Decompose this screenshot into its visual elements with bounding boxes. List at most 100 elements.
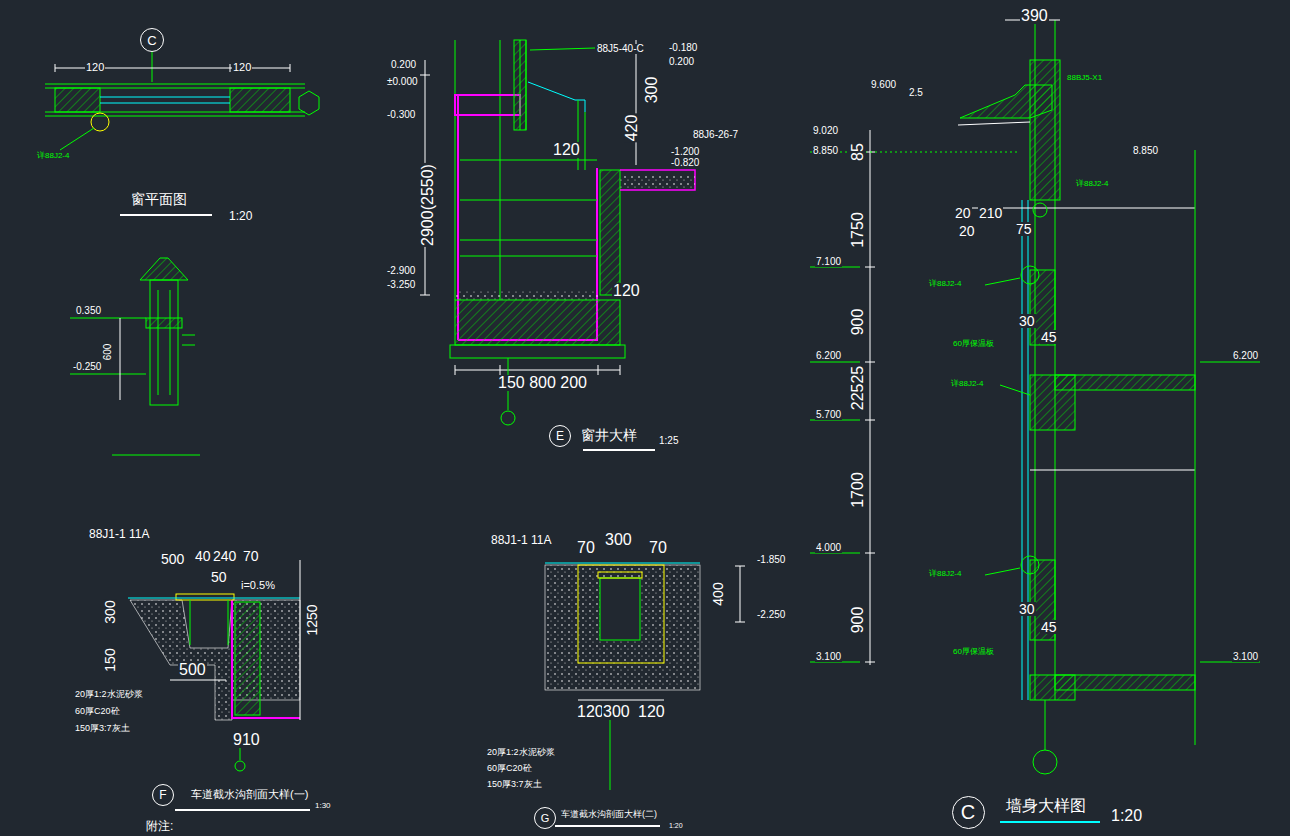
annotation-text: 500 [178, 662, 207, 678]
annotation-text: -0.180 [668, 43, 698, 53]
marker-letter: C [147, 34, 156, 47]
dimension-text: 1700 [850, 471, 866, 509]
annotation-text: 0.200 [390, 60, 417, 70]
annotation-text: 88J1-1 11A [88, 528, 151, 540]
annotation-text: 1:20 [668, 822, 684, 829]
annotation-text: 120 [612, 283, 641, 299]
annotation-text: 60厚C20砼 [74, 707, 121, 716]
annotation-text: 3.100 [1232, 652, 1259, 662]
annotation-text: 88J1-1 11A [490, 534, 553, 546]
annotation-text: -0.820 [670, 158, 700, 168]
annotation-text: 50 [210, 570, 228, 584]
annotation-text: 1:25 [658, 436, 679, 446]
annotation-text: 500 [160, 552, 185, 566]
annotation-text: 车道截水沟剖面大样(一) [190, 789, 309, 800]
annotation-text: 6.200 [1232, 351, 1259, 361]
annotation-text: 4.000 [815, 543, 842, 553]
annotation-text: 2.5 [908, 88, 924, 98]
annotation-text: 60厚保温板 [952, 648, 995, 656]
annotation-text: 88J5-40-C [596, 44, 645, 54]
marker-letter: G [541, 813, 550, 824]
annotation-text: -3.250 [386, 280, 416, 290]
annotation-text: 3.100 [815, 652, 842, 662]
dimension-text: 900 [850, 606, 866, 635]
annotation-text: 45 [1040, 620, 1058, 634]
annotation-text: 30 [1018, 602, 1036, 616]
dimension-text: 400 [711, 581, 725, 606]
dimension-text: 300 [644, 76, 660, 105]
annotation-text: 0.350 [75, 306, 102, 316]
annotation-text: 210 [978, 206, 1003, 220]
dimension-text: 900 [850, 308, 866, 337]
annotation-text: 8.850 [812, 146, 839, 156]
dimension-text: 300 [103, 599, 117, 624]
annotation-text: 1:20 [1110, 808, 1143, 824]
annotation-text: 120 [576, 704, 605, 720]
annotation-text: 300 [602, 704, 631, 720]
annotation-text: 20厚1:2水泥砂浆 [74, 690, 144, 699]
annotation-text: 20厚1:2水泥砂浆 [486, 748, 556, 757]
annotation-text: 88BJ5-X1 [1066, 74, 1103, 82]
annotation-text: 150厚3:7灰土 [74, 724, 131, 733]
marker-letter: C [961, 802, 975, 822]
annotation-text: 910 [232, 732, 261, 748]
annotation-text: 车道截水沟剖面大样(二) [560, 810, 658, 819]
annotation-text: 88J6-26-7 [692, 130, 739, 140]
dimension-text: 150 [103, 647, 117, 672]
annotation-text: i=0.5% [240, 580, 276, 591]
annotation-text: -0.250 [72, 362, 102, 372]
annotation-text: 0.200 [668, 57, 695, 67]
dimension-text: 22525 [850, 365, 866, 412]
annotation-text: 详88J2-4 [950, 380, 984, 388]
annotation-text: 120 [637, 704, 666, 720]
annotation-text: 45 [1040, 330, 1058, 344]
annotation-text: 70 [576, 540, 596, 556]
annotation-text: 60厚保温板 [952, 340, 995, 348]
annotation-text: 150厚3:7灰土 [486, 780, 543, 789]
marker-letter: E [556, 430, 564, 442]
annotation-text: 70 [242, 549, 260, 563]
annotation-text: -1.200 [670, 147, 700, 157]
dimension-text: 1750 [850, 211, 866, 249]
annotation-text: ±0.000 [386, 77, 419, 87]
dimension-text: 600 [103, 343, 113, 362]
annotation-text: -2.900 [386, 266, 416, 276]
annotation-text: 详88J2-4 [1075, 180, 1109, 188]
annotation-text: 7.100 [815, 257, 842, 267]
marker-letter: F [159, 789, 166, 801]
annotation-text: 390 [1020, 8, 1049, 24]
dimension-text: 420 [624, 114, 640, 143]
annotation-text: 详88J2-4 [928, 280, 962, 288]
annotation-text: 详88J2-4 [928, 570, 962, 578]
dimension-text: 1250 [305, 603, 319, 636]
annotation-text: 70 [648, 540, 668, 556]
annotation-text: 150 800 200 [497, 375, 588, 391]
annotation-text: 详88J2-4 [36, 152, 70, 160]
detail-marker-circle: C [140, 28, 164, 52]
annotation-text: 120 [552, 142, 581, 158]
annotation-text: 40 [194, 549, 212, 563]
annotation-text: 6.200 [815, 351, 842, 361]
annotation-text: 60厚C20砼 [486, 764, 533, 773]
annotation-text: -1.850 [756, 555, 786, 565]
detail-marker-circle: C [952, 796, 985, 829]
detail-marker-circle: F [152, 784, 174, 806]
annotation-text: 附注: [145, 820, 174, 832]
annotation-text: 20 [954, 206, 972, 220]
annotation-text: -2.250 [756, 610, 786, 620]
annotation-text: 120 [232, 62, 252, 73]
annotation-text: 30 [1018, 314, 1036, 328]
detail-marker-circle: E [549, 425, 571, 447]
dimension-text: 2900(2550) [420, 163, 436, 247]
annotation-text: 5.700 [815, 410, 842, 420]
dimension-text: 85 [850, 142, 866, 162]
annotation-text: 1:20 [228, 210, 253, 222]
annotation-text: 窗平面图 [130, 192, 188, 206]
annotation-text: 9.020 [812, 126, 839, 136]
annotation-text: 240 [212, 549, 237, 563]
annotation-text: 8.850 [1132, 146, 1159, 156]
annotation-text: 墙身大样图 [1005, 798, 1087, 814]
annotation-text: 9.600 [870, 80, 897, 90]
annotation-text: 20 [958, 224, 976, 238]
